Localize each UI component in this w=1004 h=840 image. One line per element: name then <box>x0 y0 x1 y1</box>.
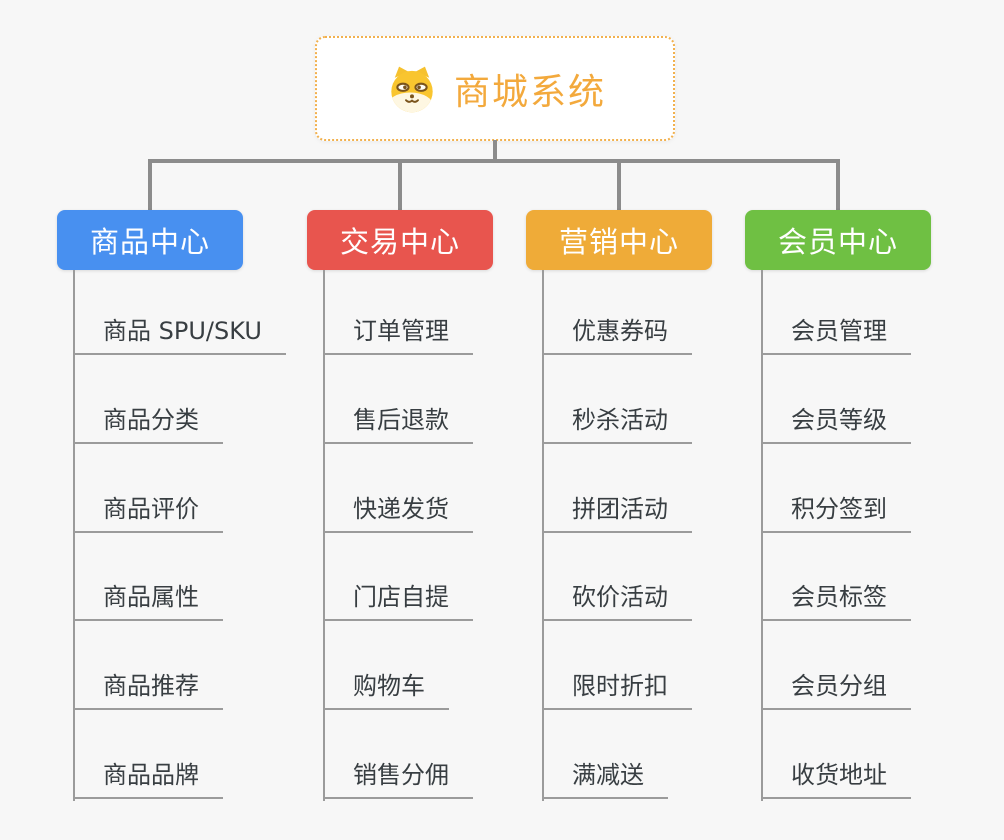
leaf-node[interactable]: 商品属性 <box>73 579 223 621</box>
leaf-node[interactable]: 商品评价 <box>73 491 223 533</box>
branch-node-trade-center[interactable]: 交易中心 <box>307 210 493 270</box>
root-node[interactable]: 商城系统 <box>315 36 675 141</box>
branch-spine-line <box>73 270 75 801</box>
branch-spine-line <box>761 270 763 801</box>
branch-node-marketing-center[interactable]: 营销中心 <box>526 210 712 270</box>
connector-drop-trade <box>398 159 402 212</box>
connector-drop-marketing <box>617 159 621 212</box>
leaf-node[interactable]: 商品品牌 <box>73 757 223 799</box>
leaf-node[interactable]: 会员标签 <box>761 579 911 621</box>
leaf-node[interactable]: 门店自提 <box>323 579 473 621</box>
branch-spine-line <box>542 270 544 801</box>
leaf-node[interactable]: 砍价活动 <box>542 579 692 621</box>
leaf-node[interactable]: 商品分类 <box>73 402 223 444</box>
dog-face-icon <box>391 66 433 112</box>
connector-bus-line <box>148 159 840 163</box>
leaf-node[interactable]: 销售分佣 <box>323 757 473 799</box>
leaf-node[interactable]: 会员等级 <box>761 402 911 444</box>
leaf-node[interactable]: 快递发货 <box>323 491 473 533</box>
leaf-node[interactable]: 积分签到 <box>761 491 911 533</box>
leaf-node[interactable]: 购物车 <box>323 668 449 710</box>
branch-spine-line <box>323 270 325 801</box>
leaf-node[interactable]: 限时折扣 <box>542 668 692 710</box>
leaf-node[interactable]: 满减送 <box>542 757 668 799</box>
root-title: 商城系统 <box>453 71 606 113</box>
branch-member-center: 会员中心 会员管理 会员等级 积分签到 会员标签 会员分组 收货地址 <box>745 210 985 810</box>
leaf-node[interactable]: 会员管理 <box>761 313 911 355</box>
leaf-node[interactable]: 订单管理 <box>323 313 473 355</box>
branch-marketing-center: 营销中心 优惠券码 秒杀活动 拼团活动 砍价活动 限时折扣 满减送 <box>526 210 766 810</box>
leaf-node[interactable]: 收货地址 <box>761 757 911 799</box>
leaf-node[interactable]: 秒杀活动 <box>542 402 692 444</box>
branch-product-center: 商品中心 商品 SPU/SKU 商品分类 商品评价 商品属性 商品推荐 商品品牌 <box>57 210 297 810</box>
branch-trade-center: 交易中心 订单管理 售后退款 快递发货 门店自提 购物车 销售分佣 <box>307 210 547 810</box>
leaf-node[interactable]: 会员分组 <box>761 668 911 710</box>
branch-node-member-center[interactable]: 会员中心 <box>745 210 931 270</box>
connector-root-stub <box>493 140 497 161</box>
leaf-node[interactable]: 优惠券码 <box>542 313 692 355</box>
connector-drop-product <box>148 159 152 212</box>
connector-drop-member <box>836 159 840 212</box>
leaf-node[interactable]: 售后退款 <box>323 402 473 444</box>
leaf-node[interactable]: 拼团活动 <box>542 491 692 533</box>
branch-node-product-center[interactable]: 商品中心 <box>57 210 243 270</box>
leaf-node[interactable]: 商品推荐 <box>73 668 223 710</box>
leaf-node[interactable]: 商品 SPU/SKU <box>73 313 286 355</box>
